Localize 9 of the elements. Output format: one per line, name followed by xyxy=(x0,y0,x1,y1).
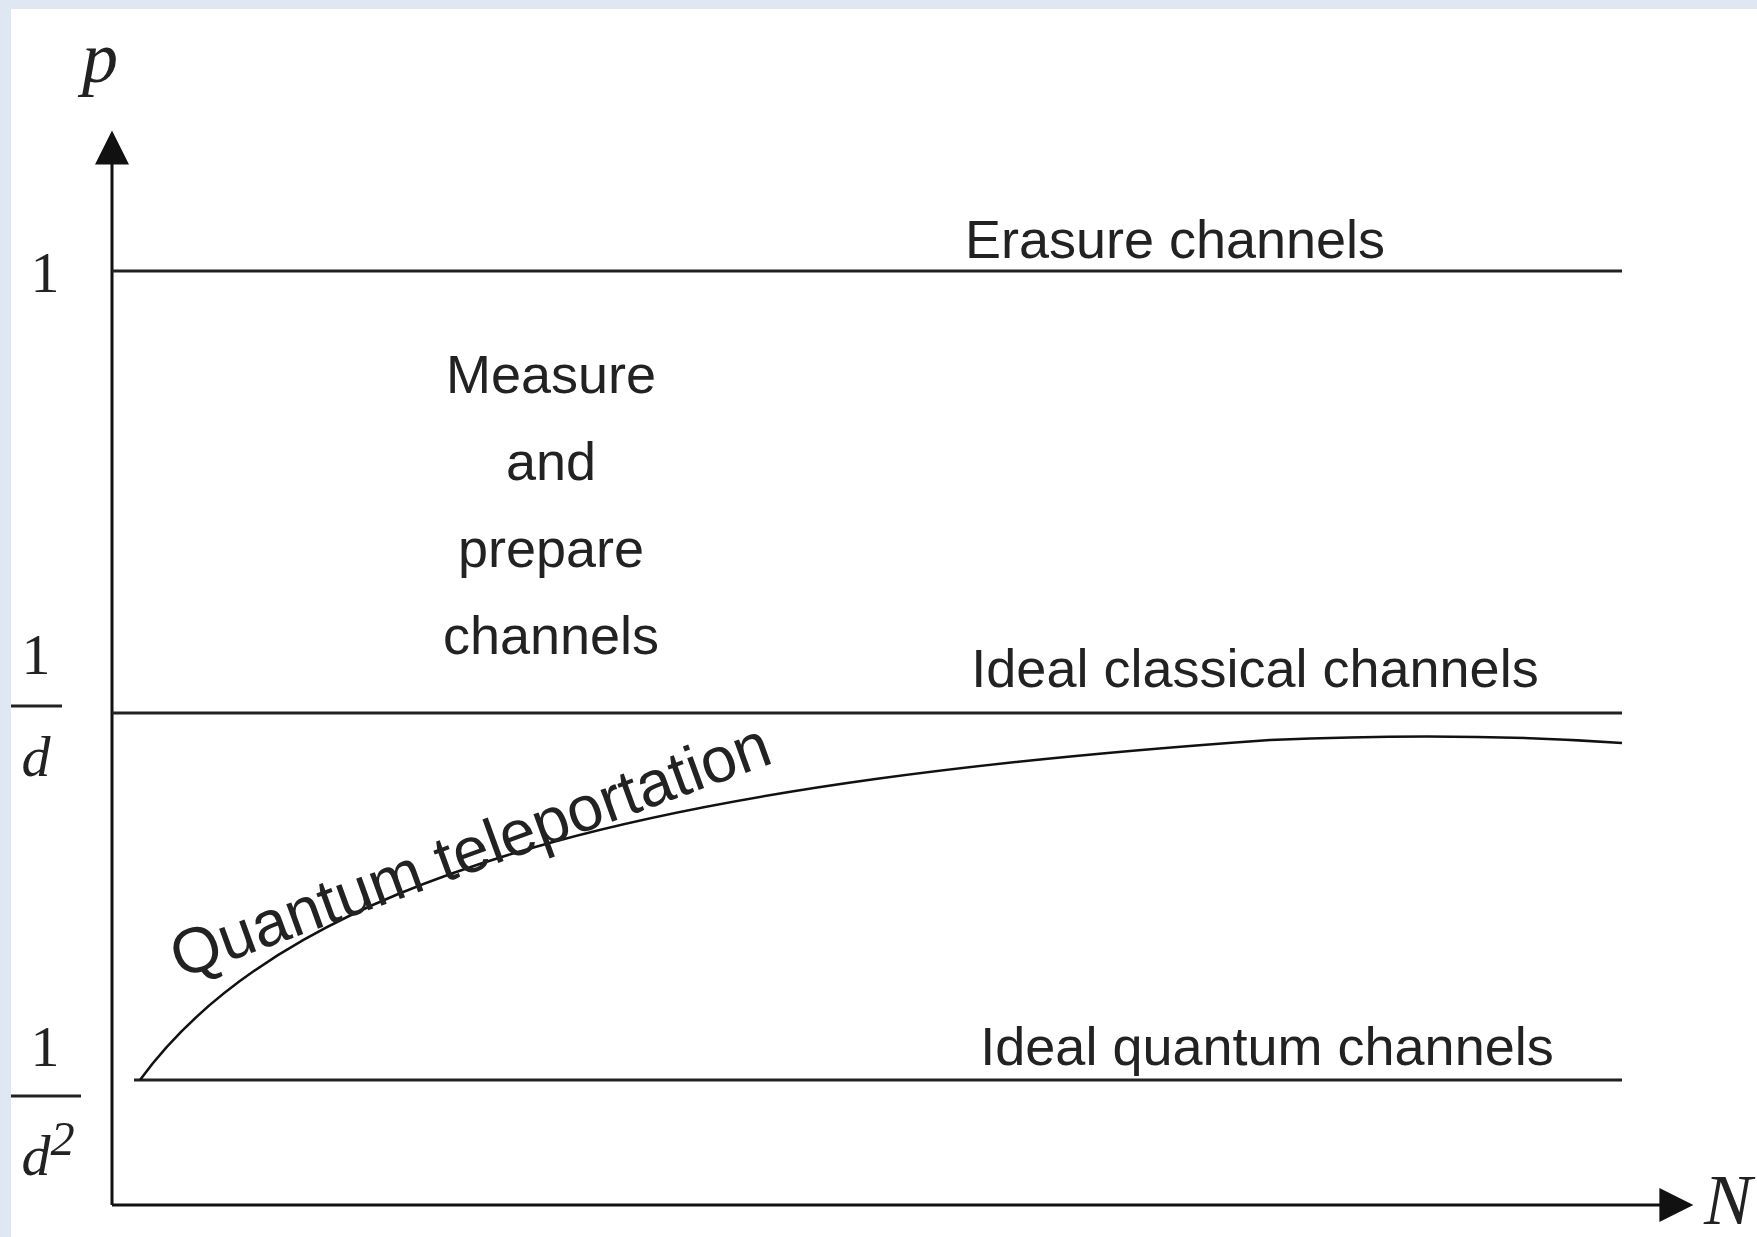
line-label: Erasure channels xyxy=(964,208,1386,270)
tick-label: 1 xyxy=(21,620,51,688)
line-label: Ideal classical channels xyxy=(971,637,1539,699)
region-label: Measure and prepare channels xyxy=(441,343,661,667)
tick-label: d$^{2}$ xyxy=(21,1110,75,1190)
tick-label: 1 xyxy=(30,238,60,306)
tick-label: d xyxy=(21,722,51,790)
line-label: Ideal quantum channels xyxy=(980,1015,1554,1077)
tick-label: 1 xyxy=(30,1012,60,1080)
